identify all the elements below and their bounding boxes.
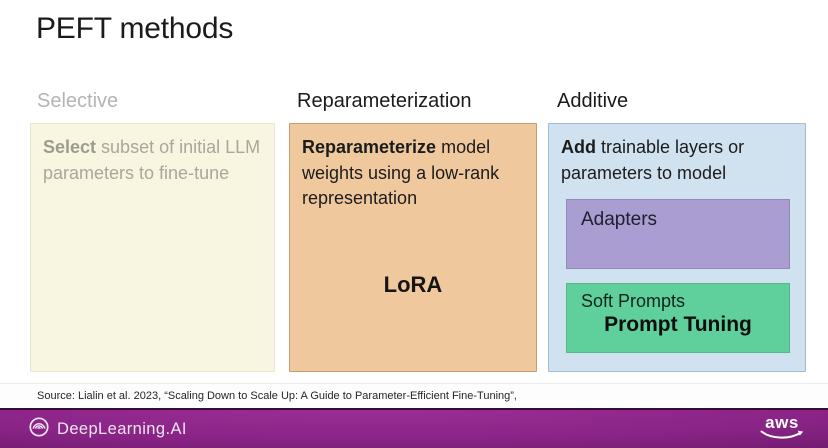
deeplearning-ai-brand-label: DeepLearning.AI — [57, 419, 187, 438]
reparameterization-description-rest: model weights using a low-rank represent… — [302, 137, 500, 209]
column-header-reparameterization: Reparameterization — [297, 90, 472, 112]
selective-description: Select subset of initial LLM parameters … — [31, 124, 274, 186]
selective-description-rest: subset of initial LLM parameters to fine… — [43, 137, 261, 183]
source-strip: Source: Lialin et al. 2023, “Scaling Dow… — [0, 383, 828, 408]
additive-description-rest: trainable layers or parameters to model — [561, 137, 745, 183]
deeplearning-ai-brand: DeepLearning.AI — [28, 416, 187, 443]
reparameterization-card: Reparameterize model weights using a low… — [289, 123, 537, 372]
prompt-tuning-label: Prompt Tuning — [604, 313, 752, 336]
adapters-label: Adapters — [581, 209, 658, 230]
aws-logo: aws — [760, 414, 804, 445]
reparameterization-description: Reparameterize model weights using a low… — [290, 124, 536, 212]
additive-description: Add trainable layers or parameters to mo… — [549, 124, 805, 186]
additive-description-bold: Add — [561, 137, 596, 157]
page-title: PEFT methods — [36, 12, 234, 45]
soft-prompts-box: Soft Prompts Prompt Tuning — [566, 283, 790, 353]
column-header-additive: Additive — [557, 90, 629, 112]
deeplearning-ai-logo-icon — [28, 416, 50, 443]
adapters-box: Adapters — [566, 199, 790, 269]
lora-method-label: LoRA — [383, 272, 443, 297]
soft-prompts-label: Soft Prompts — [581, 291, 686, 311]
aws-logo-label: aws — [765, 412, 799, 432]
selective-description-bold: Select — [43, 137, 97, 157]
footer-bar: DeepLearning.AI aws — [0, 408, 828, 448]
selective-card: Select subset of initial LLM parameters … — [30, 123, 275, 372]
additive-card: Add trainable layers or parameters to mo… — [548, 123, 806, 372]
aws-smile-icon — [760, 429, 804, 445]
reparameterization-description-bold: Reparameterize — [302, 137, 437, 157]
source-citation: Source: Lialin et al. 2023, “Scaling Dow… — [37, 390, 517, 402]
column-header-selective: Selective — [37, 90, 119, 112]
